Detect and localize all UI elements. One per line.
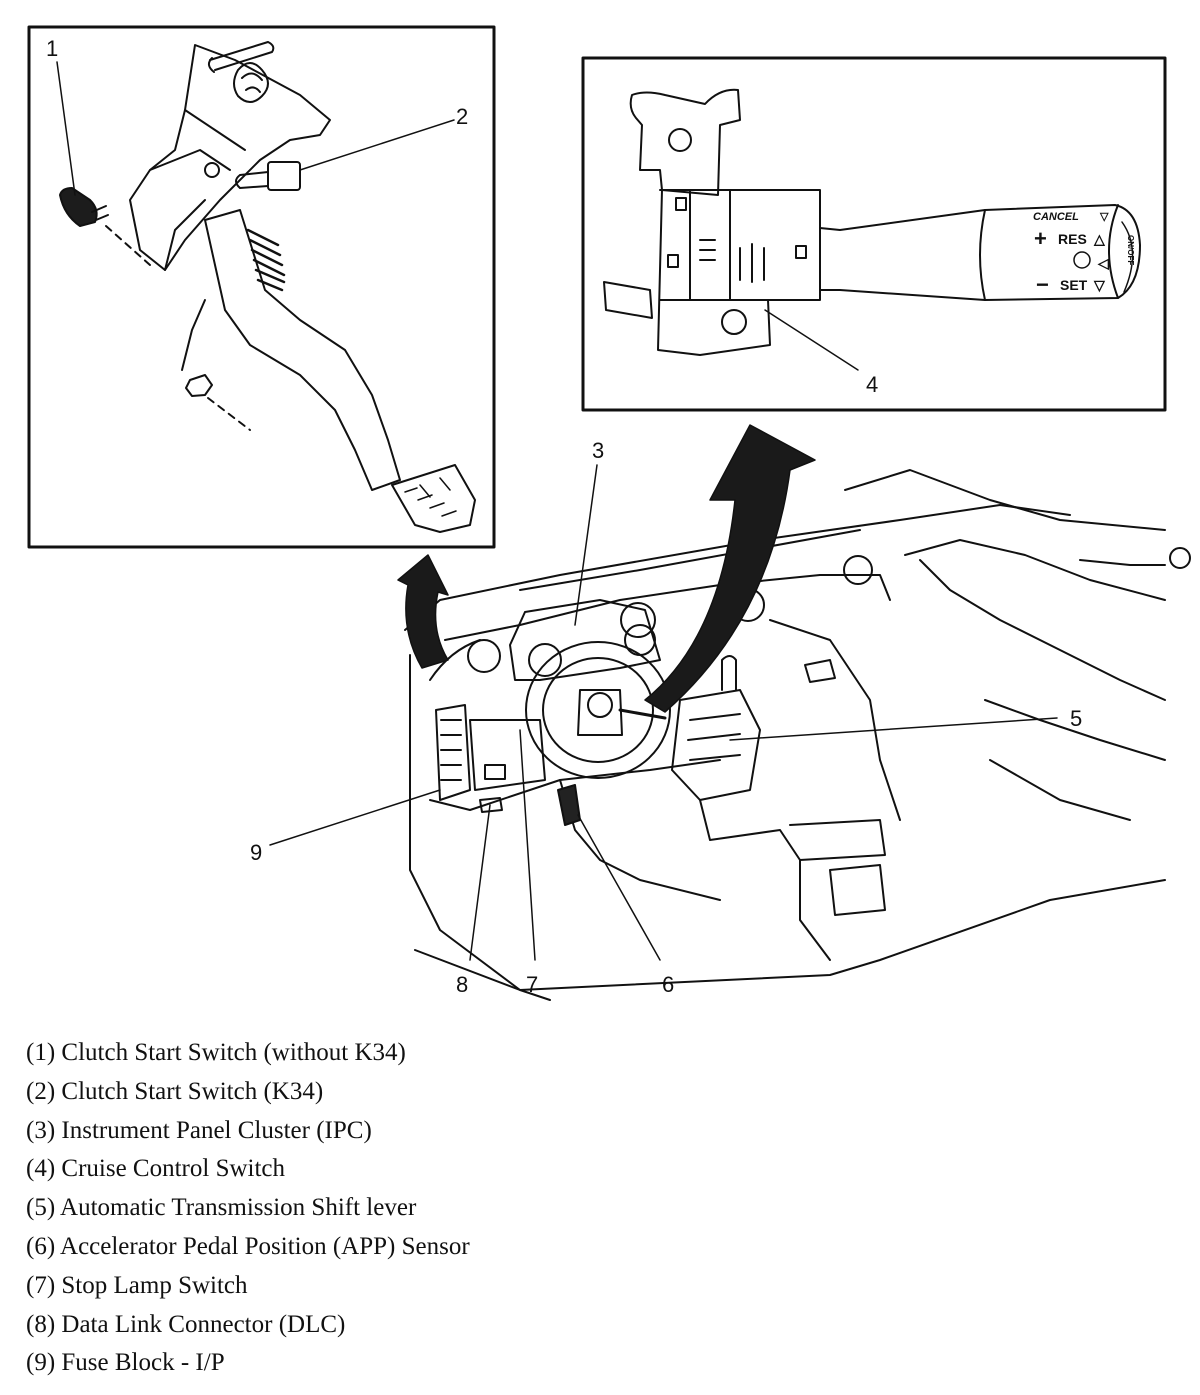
pedal-inset-frame [27,25,496,549]
cruise-switch-inset [581,56,1167,412]
end-cap-label: ON/OFF [1126,235,1135,265]
curved-arrow-right [644,424,816,713]
callout-labels: 1 2 3 4 5 6 7 8 9 [46,36,1082,997]
callout-9: 9 [250,840,262,865]
callout-1: 1 [46,36,58,61]
legend-item: (2) Clutch Start Switch (K34) [26,1077,324,1105]
callout-4: 4 [866,372,878,397]
plus-label: + [1034,226,1047,251]
pedal-inset [27,25,496,549]
cancel-arrow-glyph: ▽ [1099,211,1109,223]
legend-item: (3) Instrument Panel Cluster (IPC) [26,1116,372,1144]
component-locator-diagram: CANCEL ▽ + RES △ ◁ − SET ▽ ON/OFF 1 2 3 … [27,25,1191,1001]
side-arrow-glyph: ◁ [1097,255,1109,271]
component-legend: (1) Clutch Start Switch (without K34) (2… [26,1034,1126,1383]
legend-item: (1) Clutch Start Switch (without K34) [26,1039,406,1066]
res-arrow-glyph: △ [1093,231,1106,247]
cruise-switch-labels: CANCEL ▽ + RES △ ◁ − SET ▽ ON/OFF [1033,211,1135,297]
res-label: RES [1058,231,1087,247]
dashboard-view [269,464,1191,1001]
legend-item: (5) Automatic Transmission Shift lever [26,1194,417,1222]
curved-arrow-left [397,554,449,669]
set-arrow-glyph: ▽ [1093,277,1106,293]
callout-2: 2 [456,104,468,129]
minus-label: − [1036,272,1049,297]
legend-item: (8) Data Link Connector (DLC) [26,1310,346,1338]
callout-5: 5 [1070,706,1082,731]
callout-3: 3 [592,438,604,463]
set-label: SET [1060,277,1088,293]
legend-item: (7) Stop Lamp Switch [26,1271,248,1299]
cancel-label: CANCEL [1033,211,1079,223]
legend-item: (6) Accelerator Pedal Position (APP) Sen… [26,1232,470,1260]
callout-7: 7 [526,972,538,997]
cruise-inset-frame [581,56,1167,412]
legend-item: (4) Cruise Control Switch [26,1155,286,1183]
callout-6: 6 [662,972,674,997]
callout-8: 8 [456,972,468,997]
legend-item: (9) Fuse Block - I/P [26,1349,225,1377]
